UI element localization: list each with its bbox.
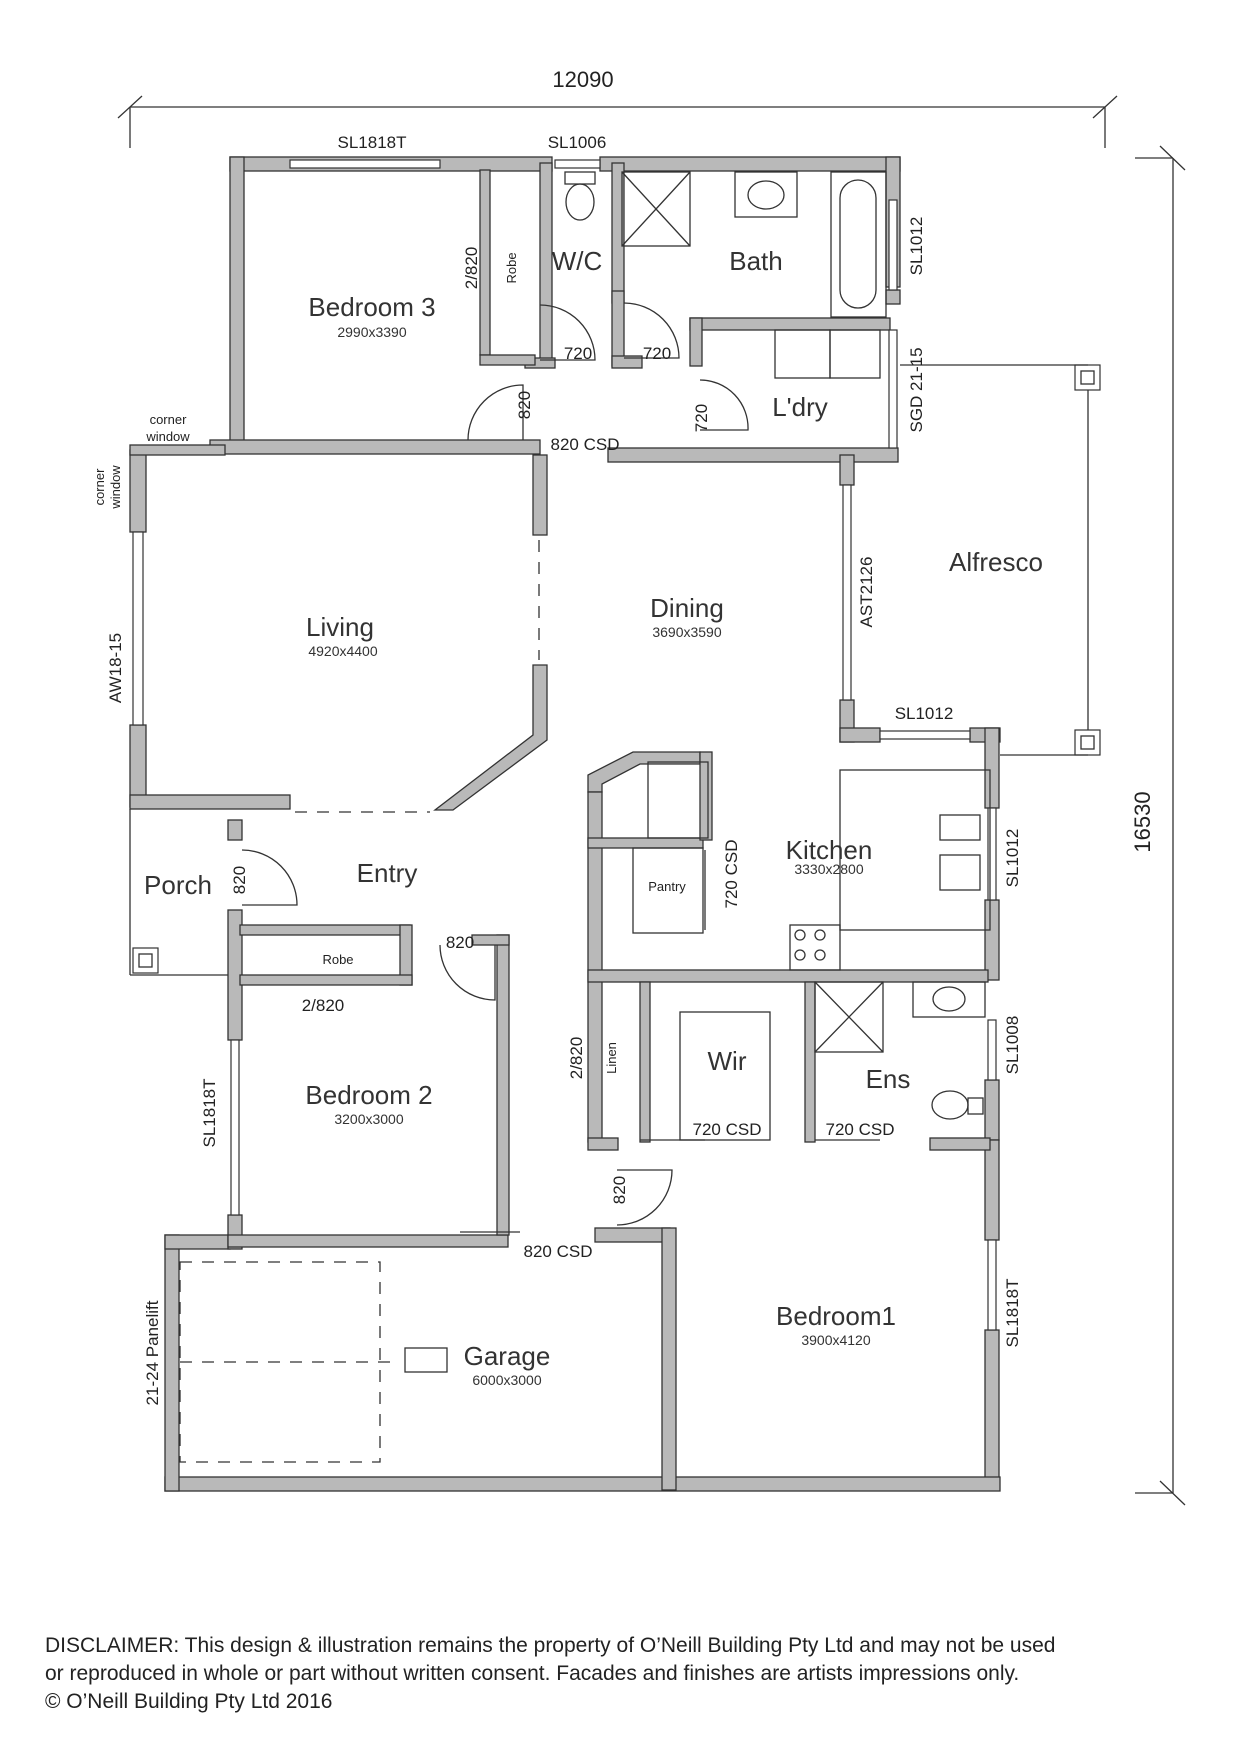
room-dining-name: Dining	[650, 593, 724, 623]
window-living-left: AW18-15	[106, 633, 125, 703]
room-entry-name: Entry	[357, 858, 418, 888]
room-dining-size: 3690x3590	[652, 624, 722, 640]
door-wir-csd: 720 CSD	[693, 1120, 762, 1139]
window-wc-top: SL1006	[548, 133, 607, 152]
door-bed2: 820	[446, 933, 474, 952]
disclaimer: DISCLAIMER: This design & illustration r…	[45, 1632, 1205, 1716]
door-robe3: 2/820	[462, 247, 481, 290]
corner-window-top-line1: corner	[150, 412, 188, 427]
room-alfresco-name: Alfresco	[949, 547, 1043, 577]
room-labels: Bedroom 3 2990x3390 W/C Bath L'dry Livin…	[144, 246, 1043, 1388]
door-labels: 2/820 720 720 820 720 820 CSD 820 2/820 …	[230, 247, 894, 1261]
room-garage-name: Garage	[464, 1341, 551, 1371]
door-linen: 2/820	[567, 1037, 586, 1080]
room-bath-name: Bath	[729, 246, 783, 276]
room-kitchen-name: Kitchen	[786, 835, 873, 865]
fixtures	[129, 171, 1101, 1463]
robe2-label: Robe	[322, 952, 353, 967]
robe3-label: Robe	[504, 252, 519, 283]
depth-dimension-line	[1135, 145, 1186, 1506]
room-ens-name: Ens	[866, 1064, 911, 1094]
room-porch-name: Porch	[144, 870, 212, 900]
room-living-name: Living	[306, 612, 374, 642]
corner-window-top-line2: window	[145, 429, 190, 444]
floor-plan: 12090 16530	[92, 67, 1186, 1506]
room-bedroom1-name: Bedroom1	[776, 1301, 896, 1331]
disclaimer-line-2: or reproduced in whole or part without w…	[45, 1662, 1020, 1685]
window-laundry-sgd: SGD 21-15	[907, 347, 926, 432]
disclaimer-line-1: DISCLAIMER: This design & illustration r…	[45, 1634, 1056, 1657]
door-wc: 720	[564, 344, 592, 363]
door-bed3: 820	[515, 391, 534, 419]
window-ens-right: SL1008	[1003, 1016, 1022, 1075]
door-laundry: 720	[692, 404, 711, 432]
room-laundry-name: L'dry	[772, 392, 828, 422]
garage-door-label: 21-24 Panelift	[143, 1300, 162, 1405]
width-dimension: 12090	[552, 67, 613, 92]
pantry-label: Pantry	[648, 879, 686, 894]
room-bedroom2-size: 3200x3000	[334, 1111, 404, 1127]
copyright-line: © O’Neill Building Pty Ltd 2016	[45, 1690, 333, 1713]
door-laundry-csd: 820 CSD	[551, 435, 620, 454]
corner-window-left-line2: window	[108, 465, 123, 510]
door-swings	[241, 302, 880, 1233]
room-garage-size: 6000x3000	[472, 1372, 542, 1388]
minor-labels: Robe Robe Pantry Linen corner window cor…	[92, 252, 686, 1073]
corner-window-left-line1: corner	[92, 468, 107, 506]
room-wir-name: Wir	[708, 1046, 747, 1076]
depth-dimension: 16530	[1130, 791, 1155, 852]
width-dimension-line	[117, 95, 1118, 148]
window-bed2-left: SL1818T	[200, 1079, 219, 1148]
door-robe2: 2/820	[302, 996, 345, 1015]
room-bedroom1-size: 3900x4120	[801, 1332, 871, 1348]
room-living-size: 4920x4400	[308, 643, 378, 659]
room-bedroom3-name: Bedroom 3	[308, 292, 435, 322]
door-ens-csd: 720 CSD	[826, 1120, 895, 1139]
windows	[132, 159, 997, 1331]
window-bed3-top: SL1818T	[338, 133, 407, 152]
linen-label: Linen	[604, 1042, 619, 1074]
door-garage-csd: 820 CSD	[524, 1242, 593, 1261]
door-porch: 820	[230, 866, 249, 894]
door-pantry-csd: 720 CSD	[722, 840, 741, 909]
window-kitchen-right: SL1012	[1003, 829, 1022, 888]
room-bedroom2-name: Bedroom 2	[305, 1080, 432, 1110]
window-bed1-right: SL1818T	[1003, 1279, 1022, 1348]
door-bed1: 820	[610, 1176, 629, 1204]
room-kitchen-size: 3330x2800	[794, 861, 864, 877]
window-labels: SL1818T SL1006 SL1012 SGD 21-15 AW18-15 …	[106, 133, 1022, 1405]
window-dining-ast: AST2126	[857, 557, 876, 628]
room-wc-name: W/C	[552, 246, 603, 276]
room-bedroom3-size: 2990x3390	[337, 324, 407, 340]
door-bath: 720	[643, 344, 671, 363]
window-kitchen-top: SL1012	[895, 704, 954, 723]
window-bath-right: SL1012	[907, 217, 926, 276]
